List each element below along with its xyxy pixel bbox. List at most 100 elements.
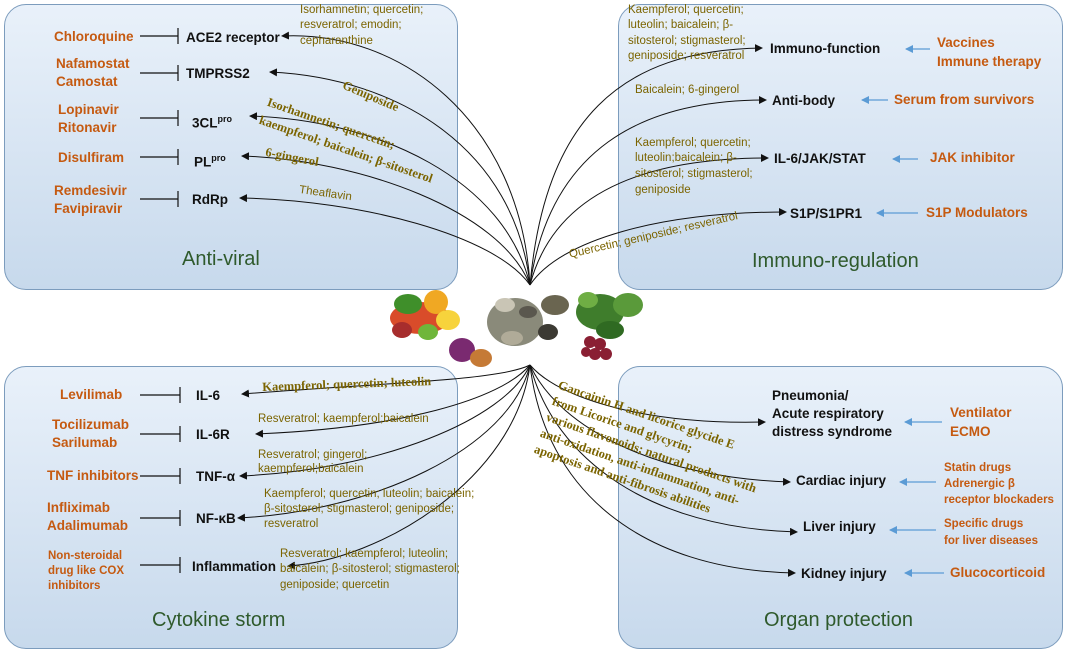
inhibit-line — [140, 557, 181, 573]
drug-label: Sarilumab — [52, 435, 118, 450]
drug-label: inhibitors — [48, 580, 101, 592]
therapy-label: Vaccines — [937, 35, 995, 50]
therapy-label: Ventilator — [950, 405, 1012, 420]
panel-title: Anti-viral — [182, 248, 260, 270]
target-label: IL-6 — [196, 388, 221, 403]
inhibit-line — [140, 426, 181, 442]
natural-label: geniposide — [635, 184, 691, 196]
drug-label: TNF inhibitors — [47, 468, 139, 483]
target-label: Inflammation — [192, 559, 277, 574]
target-label: NF-κB — [196, 511, 236, 526]
natural-label: cepharanthine — [300, 35, 373, 47]
drug-label: Adalimumab — [47, 518, 129, 533]
effect-arrow — [529, 364, 796, 577]
drug-label: Infliximab — [47, 500, 111, 515]
natural-label: Kaempferol; quercetin; — [635, 137, 751, 149]
target-label: Liver injury — [803, 519, 876, 534]
inhibit-line — [140, 28, 179, 44]
therapy-label: Adrenergic β — [944, 478, 1015, 490]
natural-label: geniposide; resveratrol — [628, 50, 745, 62]
target-label: Kidney injury — [801, 566, 887, 581]
panel-title: Cytokine storm — [152, 609, 286, 631]
drug-label: Ritonavir — [58, 120, 117, 135]
drug-label: Levilimab — [60, 387, 123, 402]
drug-label: Camostat — [56, 74, 118, 89]
target-label: TNF-α — [196, 469, 236, 484]
panel-title: Organ protection — [764, 609, 913, 631]
natural-label: resveratrol; emodin; — [300, 19, 402, 31]
therapy-label: JAK inhibitor — [930, 150, 1015, 165]
panel-title: Immuno-regulation — [752, 250, 919, 272]
therapy-label: receptor blockaders — [944, 494, 1054, 506]
drug-label: Remdesivir — [54, 183, 127, 198]
immuno-regulation-panel — [618, 4, 1063, 290]
effect-arrow — [529, 364, 791, 486]
natural-label: kaempferol;baicalein — [258, 463, 364, 475]
effect-arrow — [529, 364, 766, 427]
target-label: IL-6/JAK/STAT — [774, 151, 866, 166]
therapy-label: S1P Modulators — [926, 205, 1028, 220]
therapy-label: Glucocorticoid — [950, 565, 1046, 580]
effect-arrow — [269, 68, 531, 286]
effect-arrow — [249, 112, 531, 286]
herbs-icon — [487, 295, 569, 346]
natural-label: Isorhamnetin; quercetin; — [300, 4, 424, 16]
natural-label: Kaempferol; quercetin; — [628, 4, 744, 16]
target-label: ACE2 receptor — [186, 30, 280, 45]
natural-label: luteolin;baicalein; β- — [635, 152, 737, 164]
therapy-label: Statin drugs — [944, 462, 1012, 474]
drug-label: Disulfiram — [58, 150, 125, 165]
natural-label: Baicalein; 6-gingerol — [635, 84, 740, 96]
target-label: TMPRSS2 — [186, 66, 250, 81]
effect-arrow — [239, 364, 531, 480]
effect-arrow — [529, 208, 787, 286]
target-label: IL-6R — [196, 427, 230, 442]
drug-label: Lopinavir — [58, 102, 119, 117]
natural-label: sitosterol; stigmasterol; — [635, 168, 753, 180]
target-label: distress syndrome — [772, 424, 893, 439]
inhibit-line — [140, 468, 181, 484]
inhibit-line — [140, 65, 179, 81]
target-label: Immuno-function — [770, 41, 881, 56]
natural-label: Resveratrol; kaempferol;baicalein — [258, 413, 429, 425]
natural-label: resveratrol — [264, 518, 319, 530]
therapy-label: Specific drugs — [944, 518, 1024, 530]
effect-arrow — [237, 364, 531, 522]
inhibit-line — [140, 510, 181, 526]
effect-arrow — [287, 364, 531, 570]
target-label: Pneumonia/ — [772, 388, 849, 403]
drug-label: Chloroquine — [54, 29, 134, 44]
inhibit-line — [140, 110, 179, 126]
target-label: S1P/S1PR1 — [790, 206, 863, 221]
natural-label: luteolin; baicalein; β- — [628, 19, 734, 31]
drug-label: Nafamostat — [56, 56, 130, 71]
therapy-label: ECMO — [950, 424, 991, 439]
leaves-icon — [576, 292, 643, 339]
natural-label: Resveratrol; kaempferol; luteolin; — [280, 548, 449, 560]
natural-label: Resveratrol; gingerol; — [258, 449, 368, 461]
inhibit-line — [140, 149, 179, 165]
grapes-icon — [581, 336, 612, 360]
natural-label: β-sitosterol; stigmasterol; geniposide; — [264, 503, 455, 515]
drug-label: Tocilizumab — [52, 417, 130, 432]
organ-protection-panel — [618, 366, 1063, 649]
vegetables-icon — [390, 290, 492, 367]
effect-arrow — [281, 31, 531, 286]
therapy-label: Immune therapy — [937, 54, 1042, 69]
target-label: Cardiac injury — [796, 473, 887, 488]
target-label: Acute respiratory — [772, 406, 884, 421]
target-label: PLpro — [194, 153, 226, 170]
effect-arrow — [529, 364, 798, 536]
cytokine-storm-panel — [4, 366, 458, 649]
effect-arrow — [239, 194, 531, 286]
effect-arrow — [529, 96, 767, 286]
inhibit-line — [140, 191, 179, 207]
target-label: 3CLpro — [192, 114, 233, 131]
natural-label: Kaempferol; quercetin; luteolin; baicale… — [264, 488, 475, 500]
natural-label: baicalein; β-sitosterol; stigmasterol; — [280, 563, 460, 575]
natural-label: sitosterol; stigmasterol; — [628, 35, 746, 47]
effect-arrow — [241, 152, 531, 286]
target-label: Anti-body — [772, 93, 835, 108]
